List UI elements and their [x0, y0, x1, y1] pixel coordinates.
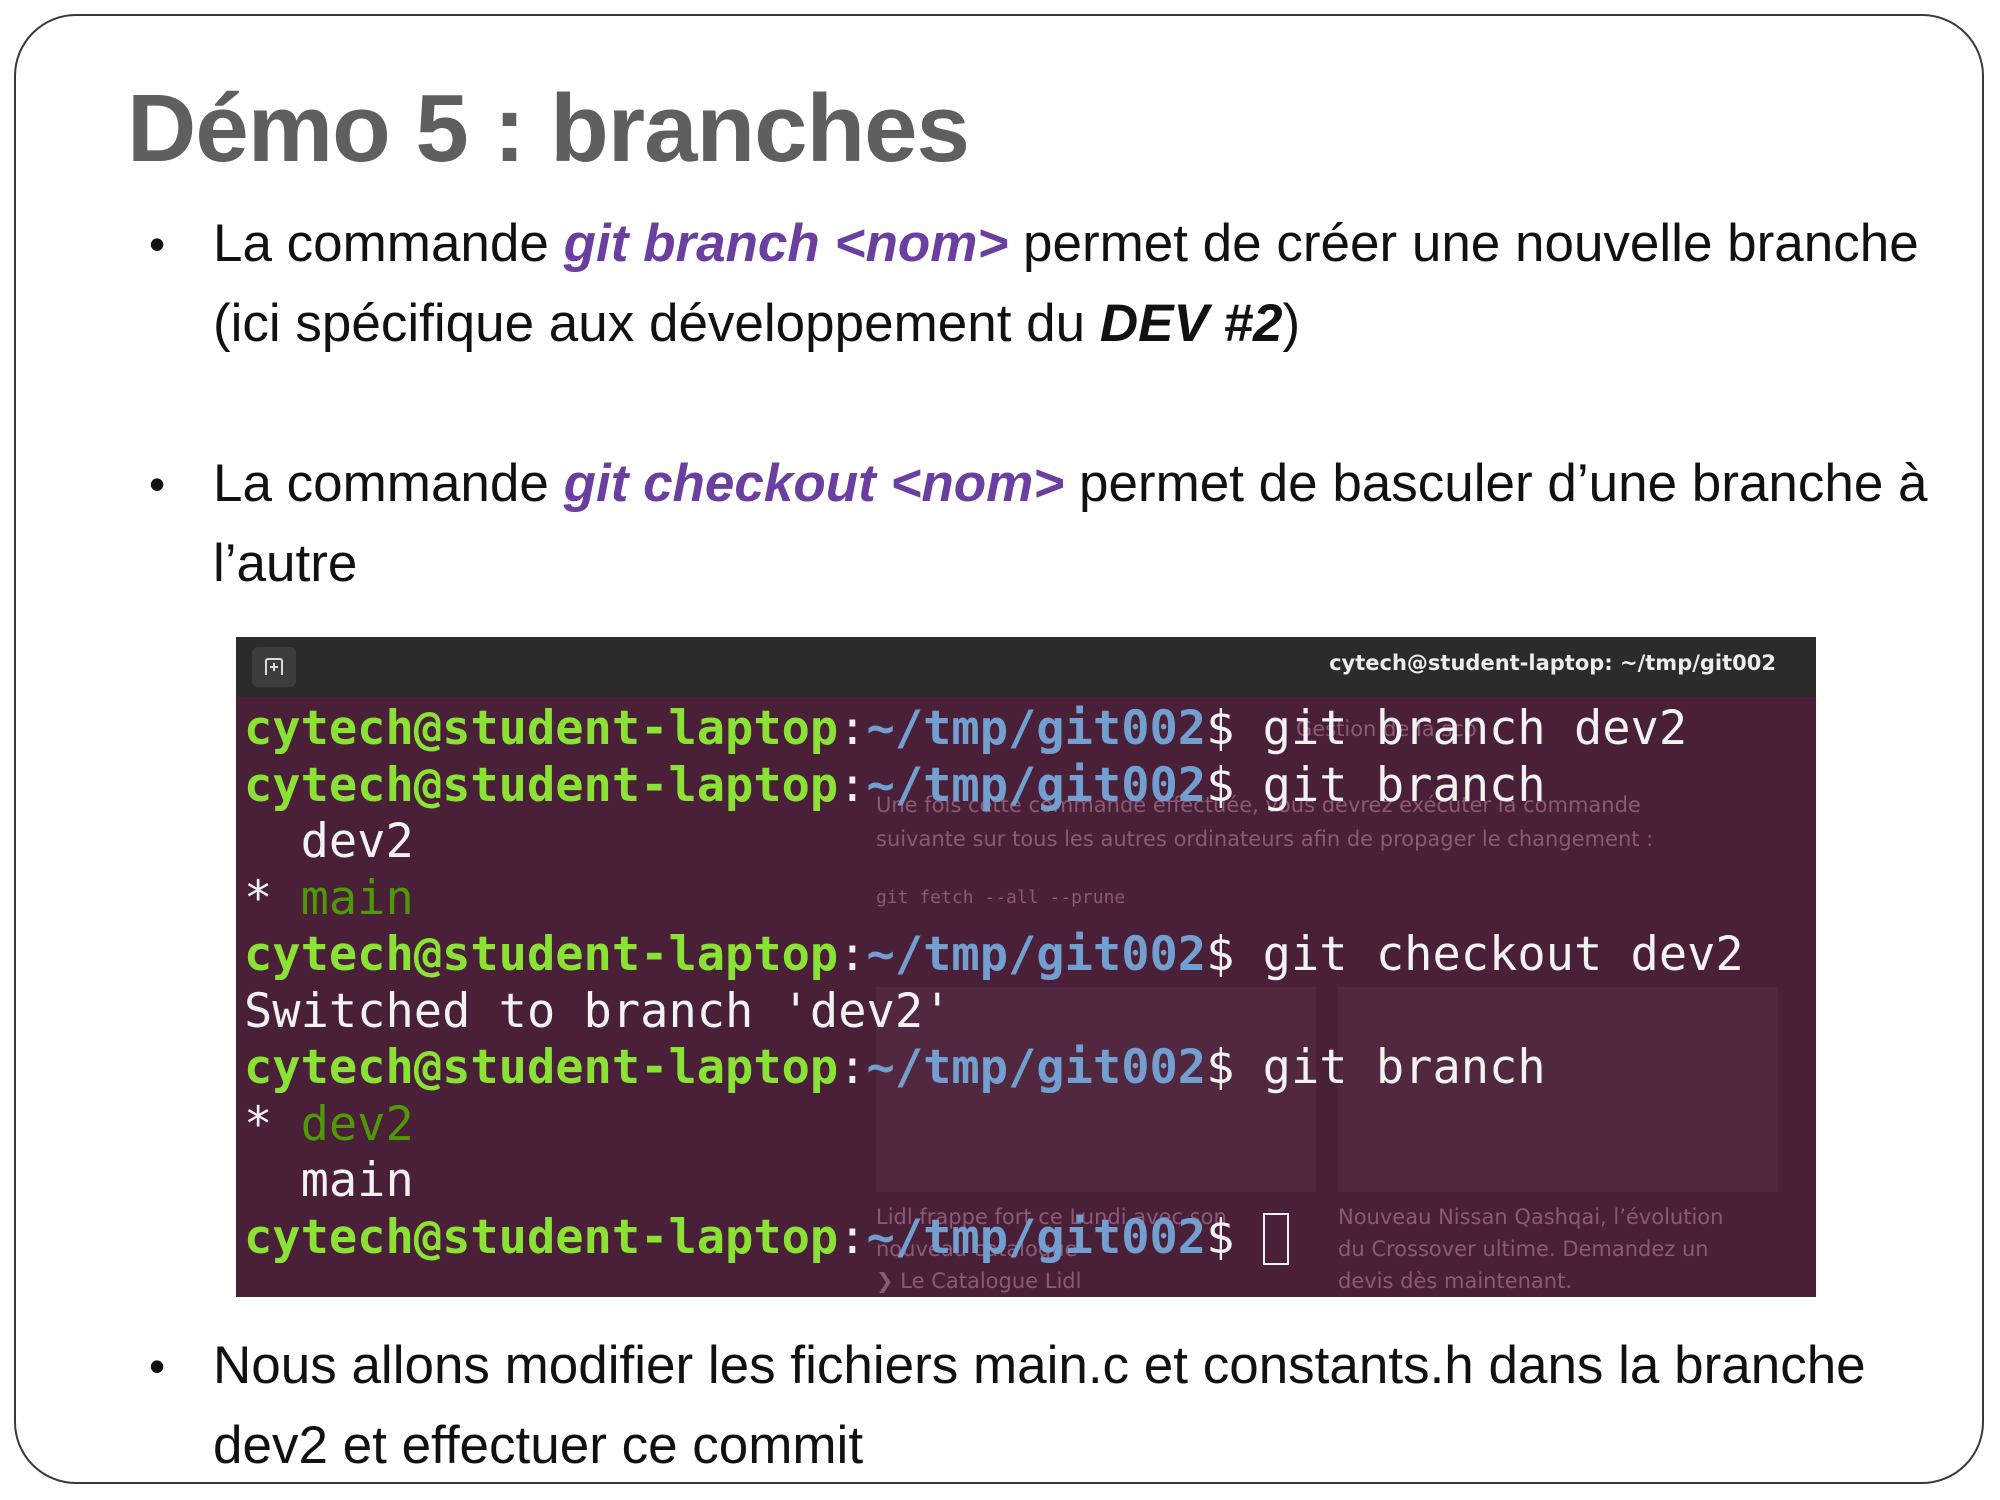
bullet-text: Nous allons modifier les fichiers main.c…: [213, 1336, 1866, 1475]
prompt-command: git branch: [1234, 1040, 1546, 1095]
ghost-code: git fetch --all --prune: [876, 887, 1126, 908]
prompt-symbol: $: [1206, 701, 1235, 756]
bullet-text-pre: La commande: [213, 214, 564, 273]
prompt-command: git branch: [1234, 757, 1546, 813]
terminal-prompt-line: cytech@student-laptop:~/tmp/git002$ git …: [244, 758, 1744, 815]
prompt-user-host: cytech@student-laptop: [244, 927, 839, 982]
prompt-symbol: $: [1206, 1209, 1235, 1265]
current-branch: main: [300, 870, 414, 926]
command-git-checkout: git checkout <nom>: [563, 454, 1065, 513]
bullet-git-checkout: • La commande git checkout <nom> permet …: [149, 444, 1933, 604]
current-branch: dev2: [300, 1096, 414, 1152]
terminal-cursor: [1262, 1212, 1289, 1265]
prompt-colon: :: [838, 927, 867, 982]
ghost-text-1: Une fois cette commande effectuée, vous …: [876, 793, 1641, 817]
prompt-colon: :: [838, 701, 867, 756]
slide-frame: Démo 5 : branches • La commande git bran…: [14, 14, 1984, 1484]
ghost-card-2b: du Crossover ultime. Demandez un: [1338, 1237, 1709, 1261]
ghost-text-2: suivante sur tous les autres ordinateurs…: [876, 827, 1654, 851]
prompt-command: git checkout dev2: [1234, 927, 1744, 982]
prompt-colon: :: [838, 757, 867, 813]
output-text: Switched to branch 'dev2': [244, 983, 952, 1039]
slide-title: Démo 5 : branches: [127, 75, 970, 182]
ghost-card-2: Nouveau Nissan Qashqai, l’évolution: [1338, 1205, 1724, 1229]
ghost-card-1b: nouveau catalogue: [876, 1237, 1078, 1261]
terminal-prompt-line: cytech@student-laptop:~/tmp/git002$ git …: [244, 1040, 1744, 1097]
terminal-output-line: main: [244, 1153, 1744, 1210]
terminal-prompt-line: cytech@student-laptop:~/tmp/git002$ git …: [244, 927, 1744, 984]
ghost-image-lidl: [876, 987, 1316, 1192]
prompt-user-host: cytech@student-laptop: [244, 757, 839, 813]
prompt-colon: :: [838, 1040, 867, 1095]
new-tab-icon: [252, 647, 296, 687]
bullet-icon: •: [149, 458, 166, 510]
ghost-card-2c: devis dès maintenant.: [1338, 1269, 1573, 1293]
ghost-tab-hint: Gestion de la sco: [1296, 717, 1477, 741]
ghost-card-1c: ❯ Le Catalogue Lidl: [876, 1269, 1082, 1293]
prompt-user-host: cytech@student-laptop: [244, 701, 839, 756]
bullet-text-pre: La commande: [213, 454, 564, 513]
prompt-path: ~/tmp/git002: [866, 1040, 1207, 1095]
terminal-output-line: Switched to branch 'dev2': [244, 984, 1744, 1041]
prompt-user-host: cytech@student-laptop: [244, 1209, 839, 1265]
branch-marker: *: [244, 870, 301, 926]
output-text: dev2: [300, 814, 414, 869]
terminal-prompt-line: cytech@student-laptop:~/tmp/git002$: [244, 1210, 1744, 1267]
prompt-path: ~/tmp/git002: [866, 757, 1207, 813]
ghost-image-nissan: [1338, 987, 1778, 1192]
prompt-user-host: cytech@student-laptop: [244, 1040, 839, 1095]
terminal-titlebar: cytech@student-laptop: ~/tmp/git002: [236, 637, 1816, 697]
terminal-output-line: * dev2: [244, 1097, 1744, 1154]
prompt-symbol: $: [1206, 927, 1235, 982]
terminal-window-title: cytech@student-laptop: ~/tmp/git002: [1329, 651, 1776, 675]
terminal-output-line: * main: [244, 871, 1744, 928]
prompt-path: ~/tmp/git002: [866, 701, 1207, 756]
terminal-prompt-line: cytech@student-laptop:~/tmp/git002$ git …: [244, 701, 1744, 758]
dev-emphasis: DEV #2: [1099, 294, 1283, 353]
prompt-command: [1234, 1210, 1262, 1265]
prompt-colon: :: [838, 1209, 867, 1265]
bullet-text-post: permet de créer une nouvelle branche (ic…: [213, 214, 1919, 353]
command-git-branch: git branch <nom>: [563, 214, 1009, 273]
bullet-icon: •: [149, 218, 166, 270]
bullet-text-tail: ): [1282, 294, 1301, 353]
branch-marker: [244, 814, 301, 869]
bullet-icon: •: [149, 1340, 166, 1392]
prompt-path: ~/tmp/git002: [866, 1209, 1207, 1265]
terminal-output-line: dev2: [244, 814, 1744, 871]
branch-marker: [244, 1153, 301, 1208]
prompt-path: ~/tmp/git002: [866, 927, 1207, 982]
terminal-output: cytech@student-laptop:~/tmp/git002$ git …: [244, 701, 1744, 1266]
prompt-command: git branch dev2: [1234, 701, 1688, 756]
bullet-text-post: permet de basculer d’une branche à l’aut…: [213, 454, 1928, 593]
bullet-modify-files: • Nous allons modifier les fichiers main…: [149, 1326, 1933, 1486]
terminal-screenshot: cytech@student-laptop: ~/tmp/git002 Gest…: [236, 637, 1816, 1297]
prompt-symbol: $: [1206, 1040, 1235, 1095]
output-text: main: [300, 1153, 414, 1208]
terminal-body: Gestion de la sco Une fois cette command…: [236, 697, 1816, 1297]
bullet-git-branch: • La commande git branch <nom> permet de…: [149, 204, 1933, 364]
branch-marker: *: [244, 1096, 301, 1152]
ghost-card-1: Lidl frappe fort ce Lundi avec son: [876, 1205, 1227, 1229]
prompt-symbol: $: [1206, 757, 1235, 813]
